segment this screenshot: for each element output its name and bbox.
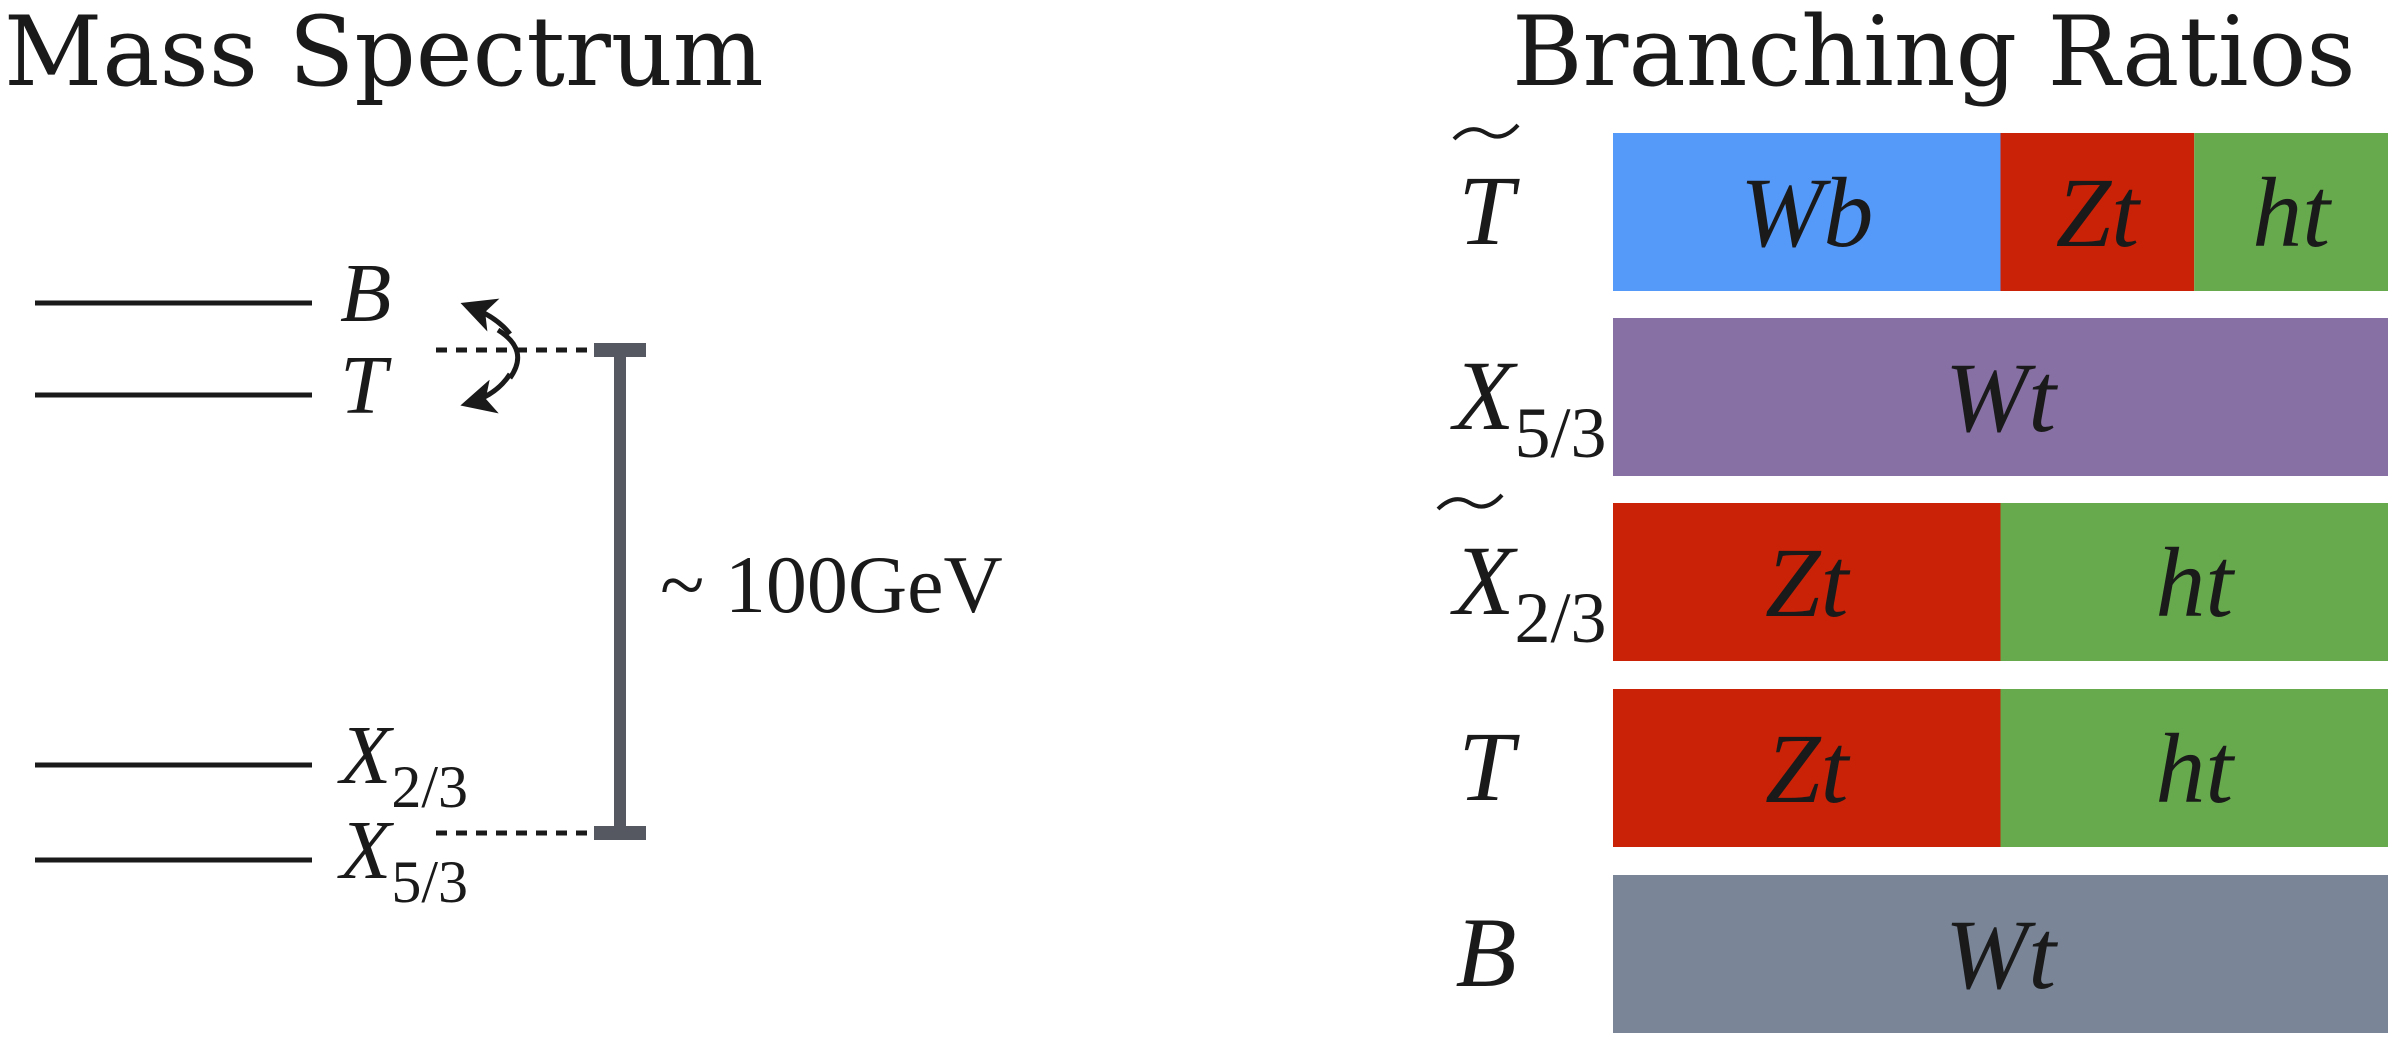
- row-label: X5/3: [1449, 340, 1606, 473]
- arrow-up-icon: [460, 298, 512, 336]
- row-label: T: [1458, 155, 1520, 266]
- mass-level-label: X2/3: [337, 709, 468, 820]
- mass-level-label: X5/3: [337, 804, 468, 915]
- mass-level-label: B: [340, 247, 391, 340]
- branching-row: T Zt ht: [1458, 689, 2388, 847]
- branching-segment: [2194, 133, 2388, 291]
- segment-label: ht: [2155, 713, 2235, 824]
- branching-segment: [1613, 689, 2001, 847]
- row-label: T: [1458, 711, 1520, 822]
- branching-segment: [1613, 318, 2388, 476]
- tilde-accent: [1436, 493, 1504, 511]
- row-label: X2/3: [1449, 525, 1606, 658]
- segment-label: Wt: [1945, 342, 2058, 453]
- branching-row: X2/3 Zt ht: [1436, 493, 2388, 661]
- mass-gap-label: ~ 100GeV: [660, 539, 1003, 630]
- arrow-down-icon: [460, 372, 513, 414]
- segment-label: Zt: [1765, 527, 1851, 638]
- segment-label: Wt: [1945, 899, 2058, 1010]
- row-label: B: [1455, 897, 1516, 1008]
- branching-segment: [1613, 875, 2388, 1033]
- mass-spectrum-panel: BT X2/3X5/3 ~ 100GeV: [35, 247, 1003, 915]
- branching-row: X5/3 Wt: [1449, 318, 2388, 476]
- branching-segment: [1613, 133, 2001, 291]
- branching-segment: [2000, 689, 2388, 847]
- branching-row: B Wt: [1455, 875, 2388, 1033]
- mixing-arc: [496, 327, 521, 380]
- branching-segment: [1613, 503, 2001, 661]
- mass-level-label: T: [340, 339, 392, 432]
- branching-segment: [2000, 133, 2195, 291]
- segment-label: Wb: [1740, 157, 1873, 268]
- segment-label: ht: [2155, 527, 2235, 638]
- mass-spectrum-heading: Mass Spectrum: [4, 0, 764, 108]
- branching-segment: [2000, 503, 2388, 661]
- segment-label: Zt: [1765, 713, 1851, 824]
- segment-label: ht: [2252, 157, 2332, 268]
- segment-label: Zt: [2056, 157, 2142, 268]
- branching-ratios-heading: Branching Ratios: [1512, 0, 2356, 108]
- tilde-accent: [1452, 123, 1520, 141]
